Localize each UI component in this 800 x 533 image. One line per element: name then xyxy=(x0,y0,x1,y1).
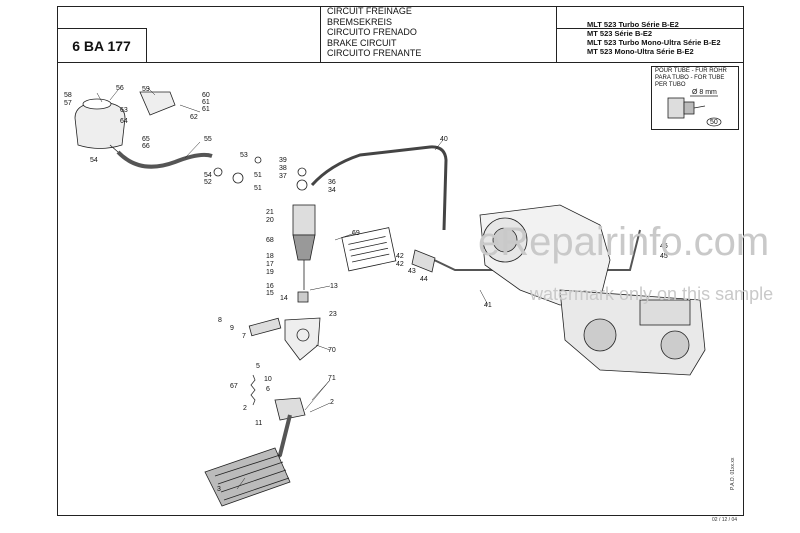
callout-38: 38 xyxy=(279,165,287,172)
tube-inset-text: POUR TUBE - FUR ROHR PARA TUBO - FOR TUB… xyxy=(655,68,727,89)
side-code: P.A.O. 01xx.xx xyxy=(730,457,736,490)
callout-17: 17 xyxy=(266,261,274,268)
callout-15: 15 xyxy=(266,290,274,297)
callout-7: 7 xyxy=(242,333,246,340)
callout-51a: 51 xyxy=(254,172,262,179)
callout-60: 60 xyxy=(202,92,210,99)
callout-11: 11 xyxy=(255,420,262,427)
inset-line-1: POUR TUBE - FUR ROHR xyxy=(655,68,727,74)
callout-3: 3 xyxy=(217,486,221,493)
callout-52: 52 xyxy=(204,179,212,186)
circuit-titles: CIRCUIT FREINAGE BREMSEKREIS CIRCUITO FR… xyxy=(327,6,421,59)
callout-69: 69 xyxy=(352,230,360,237)
callout-50: 50 xyxy=(710,119,718,126)
callout-23: 23 xyxy=(329,311,337,318)
warning-label xyxy=(341,227,397,272)
callout-42b: 42 xyxy=(396,261,404,268)
header-divider-left xyxy=(320,6,321,62)
callout-64: 64 xyxy=(120,118,128,125)
callout-61a: 61 xyxy=(202,99,210,106)
model-2: MT 523 Série B-E2 xyxy=(587,29,653,38)
callout-16: 16 xyxy=(266,283,274,290)
callout-19: 19 xyxy=(266,269,274,276)
title-de: BREMSEKREIS xyxy=(327,16,393,27)
callout-45b: 45 xyxy=(660,253,668,260)
callout-56: 56 xyxy=(116,85,124,92)
callout-18: 18 xyxy=(266,253,274,260)
pedal-bracket xyxy=(248,317,321,361)
model-3: MLT 523 Turbo Mono-Ultra Série B-E2 xyxy=(587,38,721,47)
callout-34: 34 xyxy=(328,187,336,194)
header-divider-right xyxy=(556,6,557,62)
callout-36: 36 xyxy=(328,179,336,186)
inset-dim: Ø 8 mm xyxy=(692,89,717,96)
callout-65: 65 xyxy=(142,136,150,143)
watermark-main: eRepairinfo.com xyxy=(478,220,770,264)
title-es: CIRCUITO FRENADO xyxy=(327,27,417,37)
tube-fitting-icon xyxy=(667,95,722,127)
callout-57: 57 xyxy=(64,100,72,107)
callout-54a: 54 xyxy=(90,157,98,164)
brake-fluid-reservoir xyxy=(74,98,126,153)
title-it: CIRCUITO FRENANTE xyxy=(327,48,422,58)
callout-2a: 2 xyxy=(243,405,247,412)
callout-55: 55 xyxy=(204,136,212,143)
callout-67: 67 xyxy=(230,383,238,390)
callout-6: 6 xyxy=(266,386,270,393)
model-1: MLT 523 Turbo Série B-E2 xyxy=(587,20,679,29)
callout-41: 41 xyxy=(484,302,492,309)
callout-14: 14 xyxy=(280,295,288,302)
callout-9: 9 xyxy=(230,325,234,332)
models-divider xyxy=(556,28,744,29)
callout-61b: 61 xyxy=(202,106,210,113)
callout-8: 8 xyxy=(218,317,222,324)
footer-date: 02 / 12 / 04 xyxy=(712,517,738,523)
callout-68: 68 xyxy=(266,237,274,244)
callout-10: 10 xyxy=(264,376,272,383)
callout-42a: 42 xyxy=(396,253,404,260)
callout-63: 63 xyxy=(120,107,128,114)
inset-line-2: PARA TUBO - FOR TUBE xyxy=(655,75,725,81)
callout-59: 59 xyxy=(142,86,150,93)
callout-71: 71 xyxy=(328,375,336,382)
callout-labels: 56 58 57 59 60 61 61 63 64 62 65 66 55 5… xyxy=(64,85,718,493)
model-list: MLT 523 Turbo Série B-E2 MT 523 Série B-… xyxy=(587,20,720,56)
callout-37: 37 xyxy=(279,173,287,180)
callout-51b: 51 xyxy=(254,185,262,192)
callout-44: 44 xyxy=(420,276,428,283)
watermark-sub: watermark only on this sample xyxy=(530,284,774,304)
callout-5: 5 xyxy=(256,363,260,370)
callout-40: 40 xyxy=(440,136,448,143)
callout-66: 66 xyxy=(142,143,150,150)
axle-housing xyxy=(479,204,706,376)
callout-54b: 54 xyxy=(204,172,212,179)
tube-inset-box xyxy=(651,66,739,130)
drawing-frame xyxy=(57,6,744,516)
inset-line-3: PER TUBO xyxy=(655,82,686,88)
title-en: BRAKE CIRCUIT xyxy=(327,37,397,48)
callout-2b: 2 xyxy=(330,399,334,406)
callout-13: 13 xyxy=(330,283,338,290)
callout-20: 20 xyxy=(266,217,274,224)
callout-21: 21 xyxy=(266,209,274,216)
callout-62: 62 xyxy=(190,114,198,121)
model-4: MT 523 Mono-Ultra Série B-E2 xyxy=(587,47,694,56)
callout-43: 43 xyxy=(408,268,416,275)
master-cylinder xyxy=(292,167,316,303)
callout-53: 53 xyxy=(240,152,248,159)
callout-39: 39 xyxy=(279,157,287,164)
callout-70: 70 xyxy=(328,347,336,354)
callout-58: 58 xyxy=(64,92,72,99)
title-fr: CIRCUIT FREINAGE xyxy=(327,6,412,16)
callout-45a: 45 xyxy=(660,243,668,250)
header-divider xyxy=(57,62,744,63)
drawing-code: 6 BA 177 xyxy=(57,28,147,62)
brake-pedal xyxy=(204,397,306,507)
